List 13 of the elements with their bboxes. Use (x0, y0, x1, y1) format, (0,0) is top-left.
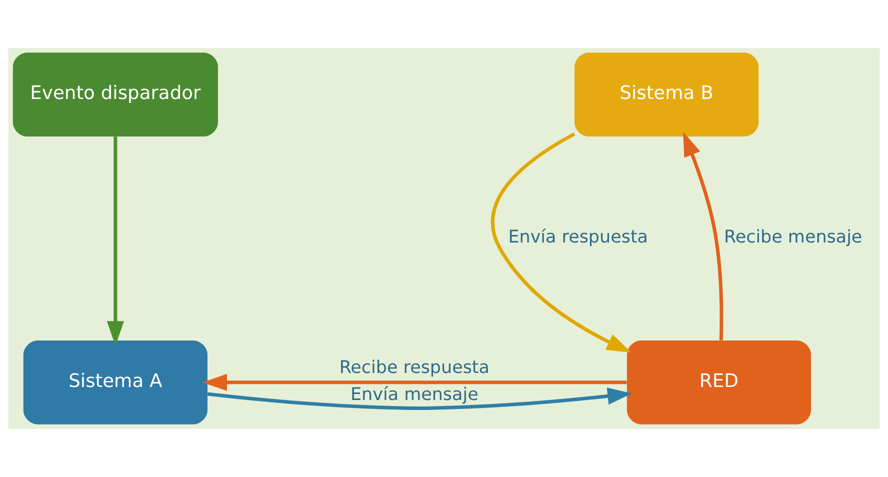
edge-label: Envía respuesta (508, 228, 648, 248)
edge-label: Envía mensaje (350, 384, 478, 405)
node-box: RED (626, 340, 812, 424)
arrow (202, 374, 627, 391)
node-box: Sistema B (574, 52, 759, 137)
arrow (683, 132, 724, 340)
edge-label: Recibe mensaje (724, 228, 862, 248)
arrow (106, 136, 124, 346)
node-box: Sistema A (23, 340, 208, 424)
arrow (491, 132, 632, 353)
edge-label: Recibe respuesta (339, 358, 490, 378)
arrow (207, 388, 632, 410)
node-box: Evento disparador (12, 52, 218, 137)
